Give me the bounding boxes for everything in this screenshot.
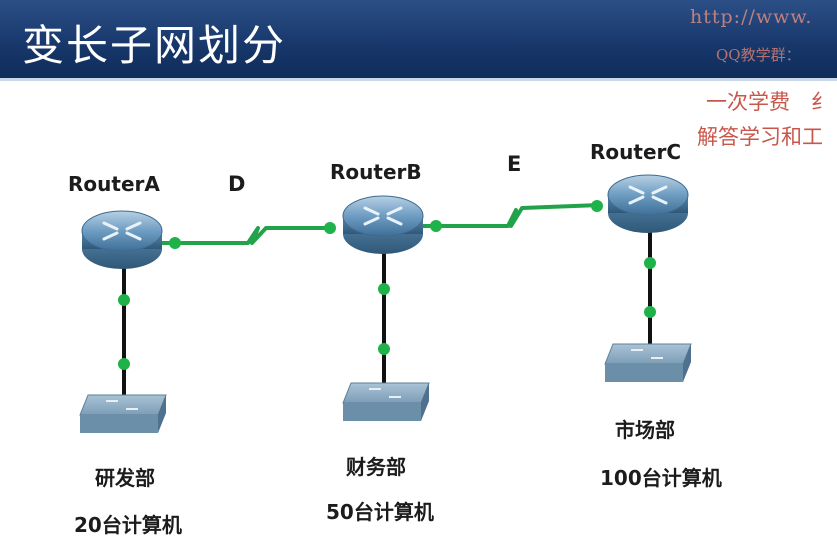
dept-b-hosts: 50台计算机 (326, 500, 434, 524)
port-dot (644, 306, 656, 318)
page-title: 变长子网划分 (22, 21, 287, 70)
watermark-line-4: 解答学习和工 (697, 125, 823, 149)
port-dot (118, 294, 130, 306)
serial-link-d (160, 226, 330, 245)
dept-a-name: 研发部 (95, 466, 155, 490)
link-e-label: E (507, 152, 522, 176)
serial-link-e (420, 203, 601, 228)
dept-a-hosts: 20台计算机 (74, 513, 182, 537)
watermark-line-1: http://www. (690, 6, 813, 28)
router-icon (81, 210, 163, 269)
port-dot (430, 220, 442, 232)
switch-icon (342, 382, 430, 421)
switch-icon (79, 394, 167, 433)
port-dot (378, 283, 390, 295)
link-d-label: D (228, 172, 246, 196)
router-b-label: RouterB (330, 160, 422, 184)
router-c-label: RouterC (590, 140, 682, 164)
switch-icon (604, 343, 692, 382)
port-dot (644, 257, 656, 269)
watermark-line-3: 一次学费 纟 (706, 90, 832, 114)
router-icon (607, 174, 689, 233)
port-dot (169, 237, 181, 249)
port-dot (378, 343, 390, 355)
router-icon (342, 195, 424, 254)
dept-b-name: 财务部 (346, 455, 406, 479)
port-dot (324, 222, 336, 234)
dept-c-name: 市场部 (615, 418, 675, 442)
title-bar: 变长子网划分 (0, 0, 837, 81)
dept-c-hosts: 100台计算机 (600, 466, 722, 490)
port-dot (591, 200, 603, 212)
watermark-line-2: QQ教学群： (716, 46, 801, 64)
port-dot (118, 358, 130, 370)
router-a-label: RouterA (68, 172, 160, 196)
